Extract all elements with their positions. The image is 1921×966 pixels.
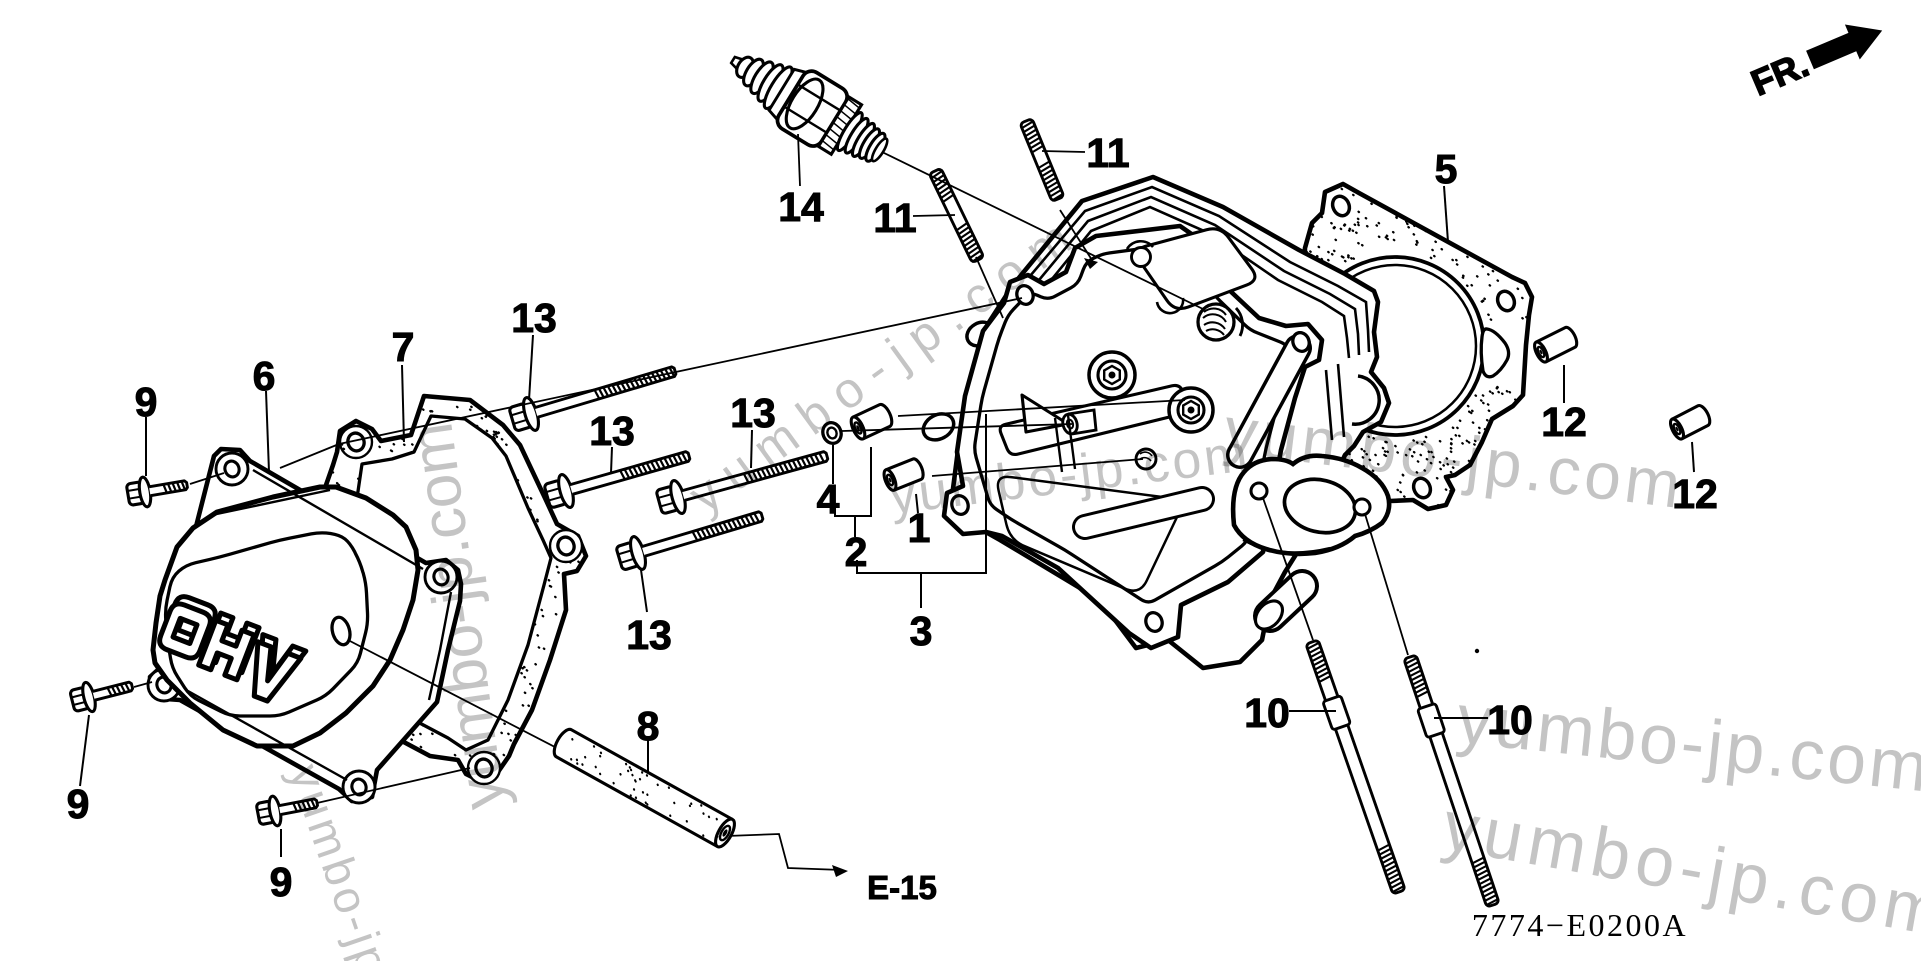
svg-text:7: 7 xyxy=(392,324,415,370)
svg-text:10: 10 xyxy=(1244,690,1290,736)
svg-text:5: 5 xyxy=(1435,146,1458,192)
svg-text:11: 11 xyxy=(873,195,916,241)
svg-text:2: 2 xyxy=(845,529,868,575)
svg-text:11: 11 xyxy=(1086,130,1129,176)
svg-text:13: 13 xyxy=(626,612,672,658)
svg-text:3: 3 xyxy=(910,608,933,654)
svg-text:9: 9 xyxy=(270,859,293,905)
svg-text:E-15: E-15 xyxy=(867,869,937,906)
svg-text:9: 9 xyxy=(135,379,158,425)
svg-text:7774−E0200A: 7774−E0200A xyxy=(1472,907,1688,943)
svg-text:6: 6 xyxy=(253,353,276,399)
svg-text:8: 8 xyxy=(637,703,660,749)
svg-text:13: 13 xyxy=(511,295,557,341)
svg-text:12: 12 xyxy=(1672,471,1718,517)
svg-text:9: 9 xyxy=(67,781,90,827)
svg-text:12: 12 xyxy=(1541,399,1587,445)
svg-text:4: 4 xyxy=(817,476,840,522)
svg-text:13: 13 xyxy=(730,390,776,436)
svg-text:1: 1 xyxy=(908,505,931,551)
svg-text:13: 13 xyxy=(589,408,635,454)
svg-text:10: 10 xyxy=(1487,697,1533,743)
svg-text:14: 14 xyxy=(778,184,824,230)
